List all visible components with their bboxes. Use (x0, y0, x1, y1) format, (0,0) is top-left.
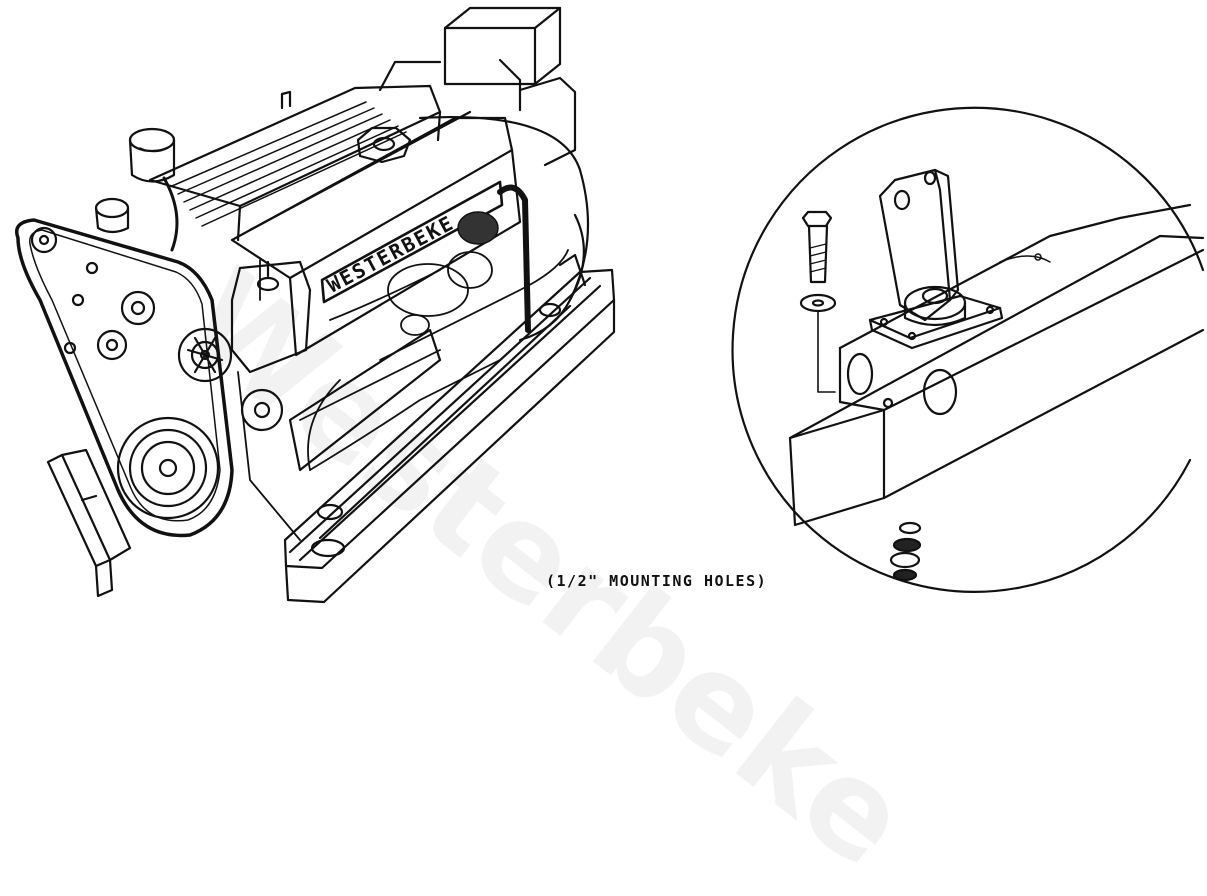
mount-detail-illustration (731, 106, 1205, 593)
nameplate-text: WESTERBEKE (323, 210, 458, 297)
detail-circle (731, 106, 1205, 593)
valve-cover (148, 84, 442, 242)
engine-block (237, 249, 569, 541)
engine-rail-right (283, 253, 616, 604)
starter-belt (457, 184, 531, 333)
engine-diagram: WESTERBEKE (15, 6, 1205, 604)
engine-rail-left (46, 448, 132, 598)
heat-exchanger (230, 260, 312, 374)
oil-pan (288, 328, 442, 472)
mount-bolt-icon (799, 210, 837, 393)
coolant-cap-icon (94, 197, 130, 234)
belt-drive (15, 218, 284, 538)
mounting-holes-caption: (1/2" MOUNTING HOLES) (546, 572, 768, 590)
diagram-stage: Westerbeke (15, 6, 1205, 896)
generator-box (378, 6, 577, 167)
oil-cap-icon (356, 126, 412, 164)
foot-bolt-icon (889, 521, 922, 582)
rail-stud (999, 253, 1051, 263)
engine-illustration: WESTERBEKE (15, 6, 616, 604)
mount-base-plate (868, 285, 1004, 350)
engine-bed-beam (788, 203, 1205, 527)
air-filter-icon (128, 127, 179, 252)
